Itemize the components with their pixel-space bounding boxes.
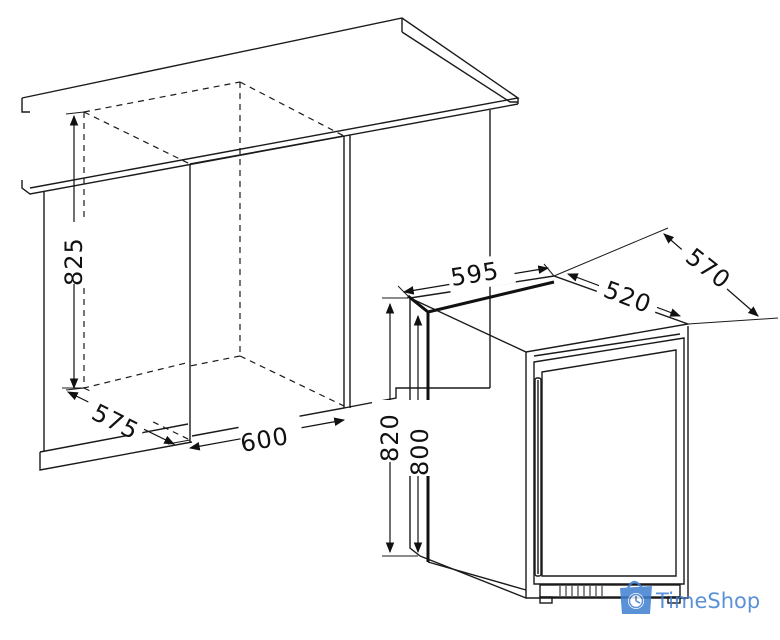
right-cabinet: [189, 110, 491, 442]
label-unit-depth-body: 520: [600, 275, 656, 319]
dim-niche-width: 600: [188, 412, 346, 458]
dim-unit-depth-total: 570: [553, 227, 779, 325]
niche-dashed-box: [83, 81, 345, 441]
dim-unit-depth-body: 520: [566, 269, 682, 319]
dim-unit-height-min: 800: [402, 314, 436, 554]
dim-unit-width: 595: [397, 253, 555, 297]
countertop: [21, 17, 520, 195]
timeshop-watermark: TimeShop: [620, 580, 760, 614]
dim-niche-depth: 575: [62, 387, 191, 446]
dim-unit-height-max: 820: [372, 297, 418, 557]
vent-grille: [559, 586, 603, 596]
label-unit-height-max: 820: [376, 413, 404, 462]
wine-cooler: [407, 275, 691, 604]
dim-niche-height: 825: [56, 111, 90, 391]
label-unit-height-min: 800: [406, 427, 434, 476]
watermark-brand: TimeShop: [655, 589, 760, 613]
label-niche-height: 825: [60, 237, 88, 286]
shopping-bag-clock-icon: [620, 580, 652, 614]
